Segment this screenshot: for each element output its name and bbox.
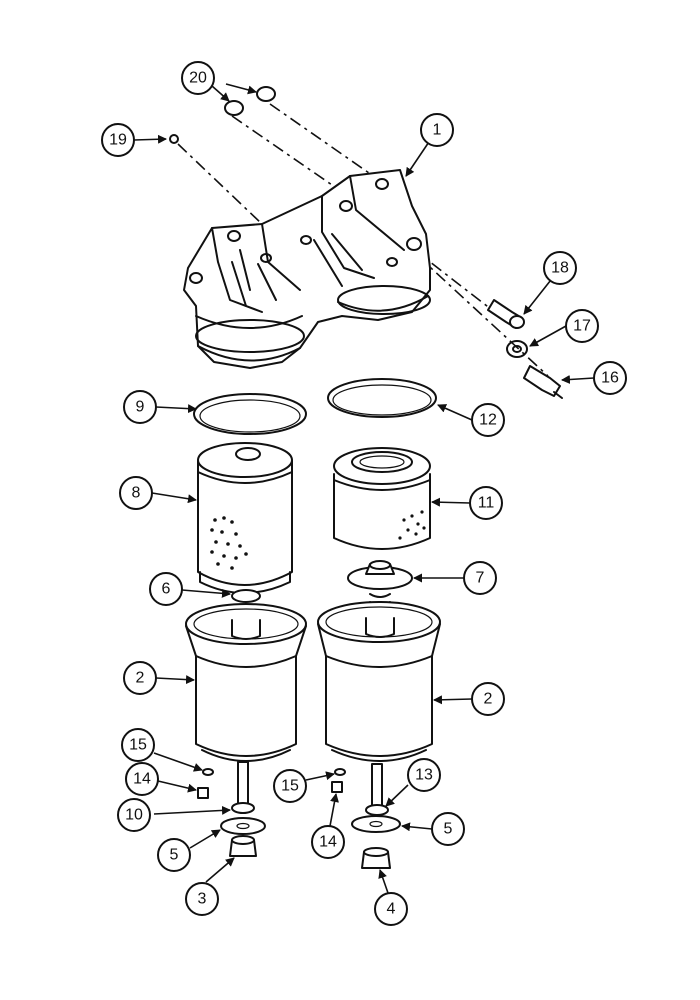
svg-text:18: 18 <box>551 260 569 277</box>
callout-9: 9 <box>123 390 157 424</box>
part-4-nut <box>361 847 391 869</box>
part-14-drain-plug-left <box>197 787 209 799</box>
callout-6: 6 <box>149 572 183 606</box>
callout-10: 10 <box>117 798 151 832</box>
callout-15-right: 15 <box>273 769 307 803</box>
svg-text:2: 2 <box>136 670 145 687</box>
svg-text:8: 8 <box>132 485 141 502</box>
part-15-seal-right <box>334 768 346 776</box>
part-8-filter-element <box>197 442 293 594</box>
callout-20: 20 <box>181 61 215 95</box>
callout-2-left: 2 <box>123 661 157 695</box>
svg-text:14: 14 <box>319 834 337 851</box>
part-2-bowl-left <box>185 603 307 762</box>
part-2-bowl-right <box>317 601 441 762</box>
callout-16: 16 <box>593 361 627 395</box>
svg-text:2: 2 <box>484 691 493 708</box>
svg-text:12: 12 <box>479 412 497 429</box>
svg-text:15: 15 <box>281 778 299 795</box>
callout-14-left: 14 <box>125 762 159 796</box>
callout-1: 1 <box>420 113 454 147</box>
callout-2-right: 2 <box>471 682 505 716</box>
leader-lines <box>133 83 595 894</box>
svg-text:3: 3 <box>198 891 207 908</box>
callout-19: 19 <box>101 123 135 157</box>
part-18-bolt <box>487 299 525 329</box>
callout-12: 12 <box>471 403 505 437</box>
part-9-seal <box>193 393 307 435</box>
part-17-washer <box>506 340 528 358</box>
part-12-seal <box>327 378 437 418</box>
callout-18: 18 <box>543 251 577 285</box>
callout-15-left: 15 <box>121 728 155 762</box>
svg-text:5: 5 <box>170 847 179 864</box>
part-10-washer <box>231 802 255 814</box>
callout-3: 3 <box>185 882 219 916</box>
part-7-spring-cap <box>347 560 413 590</box>
svg-text:4: 4 <box>387 901 396 918</box>
svg-text:5: 5 <box>444 821 453 838</box>
part-14-drain-plug-right <box>331 781 343 793</box>
svg-text:9: 9 <box>136 399 145 416</box>
part-20-o-rings <box>224 86 276 116</box>
part-13-washer <box>365 804 389 816</box>
callout-14-right: 14 <box>311 825 345 859</box>
part-5-washer-right <box>351 815 401 833</box>
svg-text:19: 19 <box>109 132 127 149</box>
part-3-nut <box>229 835 257 857</box>
svg-text:7: 7 <box>476 570 485 587</box>
callout-7: 7 <box>463 561 497 595</box>
part-1-filter-head <box>183 169 431 369</box>
callout-5-left: 5 <box>157 838 191 872</box>
part-5-washer-left <box>220 817 266 835</box>
part-15-seal-left <box>202 768 214 776</box>
svg-text:14: 14 <box>133 771 151 788</box>
svg-text:6: 6 <box>162 581 171 598</box>
svg-text:11: 11 <box>478 495 495 512</box>
callout-4: 4 <box>374 892 408 926</box>
callout-17: 17 <box>565 309 599 343</box>
callout-13: 13 <box>407 758 441 792</box>
callout-11: 11 <box>469 486 503 520</box>
part-19-small-o-ring <box>169 134 179 144</box>
callout-8: 8 <box>119 476 153 510</box>
svg-text:10: 10 <box>125 807 143 824</box>
svg-text:13: 13 <box>415 767 433 784</box>
svg-text:16: 16 <box>601 370 619 387</box>
callout-5-right: 5 <box>431 812 465 846</box>
svg-text:15: 15 <box>129 737 147 754</box>
part-11-filter-element <box>333 447 431 550</box>
part-16-sensor <box>523 365 563 399</box>
svg-text:17: 17 <box>573 318 591 335</box>
svg-text:20: 20 <box>189 70 207 87</box>
svg-text:1: 1 <box>433 122 442 139</box>
